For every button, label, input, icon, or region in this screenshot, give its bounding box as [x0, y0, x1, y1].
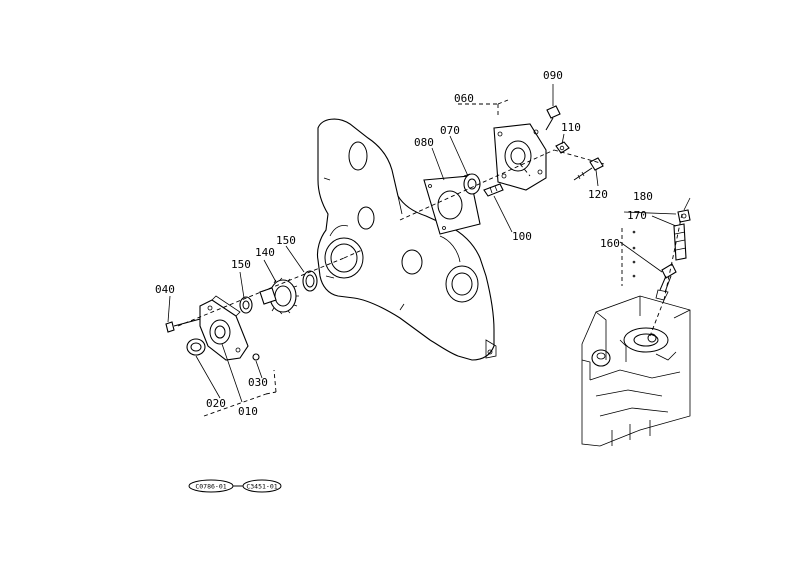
bracket-010: [203, 369, 277, 417]
engine-block: [581, 295, 691, 447]
label-170: 170: [627, 209, 647, 222]
shaft-100: [483, 183, 504, 197]
label-160: 160: [600, 237, 620, 250]
label-040: 040: [155, 283, 175, 296]
label-080: 080: [414, 136, 434, 149]
bolt-120: [573, 157, 604, 181]
part-labels: 090 060 070 080 110 120 100 180 170 160 …: [155, 69, 653, 418]
hydraulic-pump-060: [493, 123, 547, 191]
bolt-040: [165, 317, 205, 333]
label-180: 180: [633, 190, 653, 203]
label-060: 060: [454, 92, 474, 105]
washer-150-left: [239, 296, 253, 314]
label-030: 030: [248, 376, 268, 389]
ref-oval-2: [242, 479, 282, 493]
bracket-060: [458, 99, 509, 118]
label-010: 010: [238, 405, 258, 418]
label-110: 110: [561, 121, 581, 134]
gear-case: [316, 118, 497, 361]
label-140: 140: [255, 246, 275, 259]
label-100: 100: [512, 230, 532, 243]
bracket-160: [621, 211, 677, 286]
centerlines: [177, 149, 683, 337]
label-090: 090: [543, 69, 563, 82]
pump-housing-010: [199, 295, 249, 361]
label-070: 070: [440, 124, 460, 137]
label-150-right: 150: [276, 234, 296, 247]
ref-code-1: C0786-01: [195, 483, 226, 491]
label-150-left: 150: [231, 258, 251, 271]
reference-codes: C0786-01 C3451-01: [188, 479, 282, 493]
cap-180: [677, 209, 691, 223]
label-020: 020: [206, 397, 226, 410]
nut-110: [555, 141, 570, 154]
washer-150-right: [302, 270, 318, 292]
label-120: 120: [588, 188, 608, 201]
ref-code-2: C3451-01: [246, 483, 277, 491]
gear-140: [259, 277, 299, 315]
bolt-090: [545, 105, 561, 131]
leader-lines: [167, 84, 691, 403]
plug-030: [252, 353, 260, 361]
seal-070: [463, 173, 481, 195]
seal-020: [186, 338, 206, 356]
